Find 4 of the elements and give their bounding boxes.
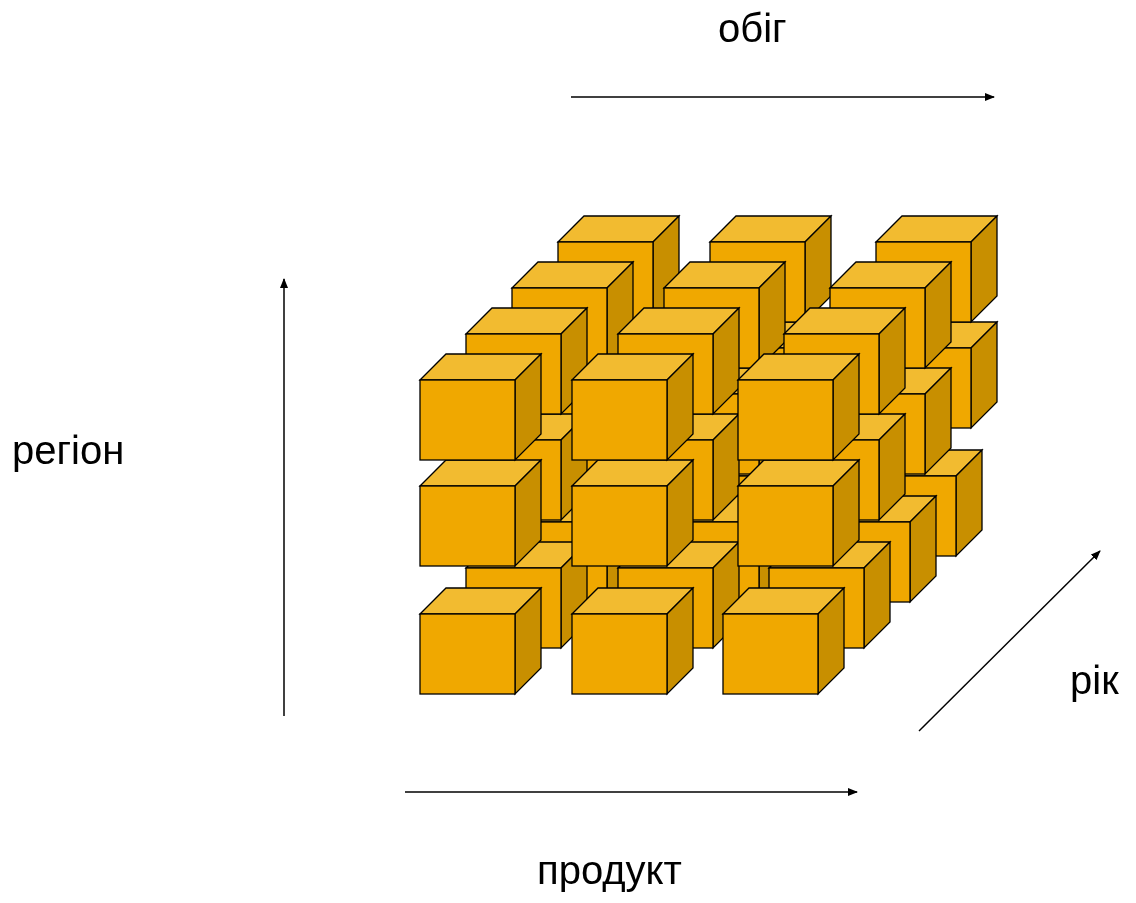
axis-label: продукт <box>537 850 682 890</box>
axis-label: обіг <box>718 8 787 48</box>
axis-label: регіон <box>12 430 125 470</box>
axis-label: рік <box>1070 660 1119 700</box>
